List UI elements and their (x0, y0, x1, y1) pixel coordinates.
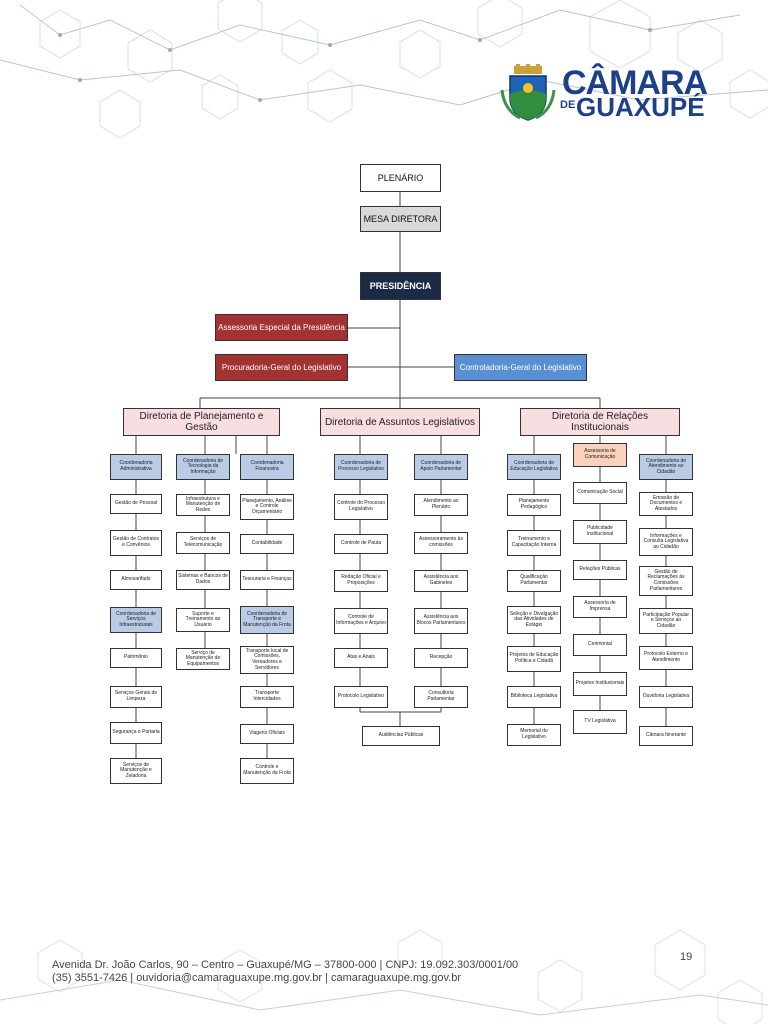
coord-fin-item: Tesouraria e Finanças (240, 570, 294, 590)
coord-administrativa-box: Coordenadoria Administrativa (110, 454, 162, 480)
diretoria-relacoes-box: Diretoria de Relações Institucionais (520, 408, 680, 436)
coord-admin-item: Almoxarifado (110, 570, 162, 590)
diretoria-planejamento-box: Diretoria de Planejamento e Gestão (123, 408, 280, 436)
diretoria-assuntos-box: Diretoria de Assuntos Legislativos (320, 408, 480, 436)
coord-apoio-box: Coordenadoria de Apoio Parlamentar (414, 454, 468, 480)
coord-proc-item: Atas e Anais (334, 648, 388, 668)
org-chart-connectors (135, 192, 667, 772)
coord-ti-item: Infraestrutura e Manutenção de Redes (176, 494, 230, 516)
coord-ti-item: Serviço de Manutenção de Equipamentos (176, 648, 230, 670)
org-chart: PLENÁRIO MESA DIRETORA PRESIDÊNCIA Asses… (110, 164, 693, 784)
coord-apoio-item: Atendimento ao Plenário (414, 494, 468, 516)
assess-com-item: Projetos Institucionais (573, 672, 627, 696)
coord-atend-item: Protocolo Externo e Atendimento (639, 646, 693, 670)
coord-processo-box: Coordenadoria de Processo Legislativo (334, 454, 388, 480)
mesa-diretora-box: MESA DIRETORA (360, 206, 441, 232)
coord-apoio-item: Assistência aos Gabinetes (414, 570, 468, 592)
coord-edu-item: Memorial do Legislativo (507, 724, 561, 746)
coord-servicos-item: Segurança e Portaria (110, 722, 162, 744)
coord-edu-item: Qualificação Parlamentar (507, 570, 561, 592)
coord-admin-item: Gestão de Contratos e Convênios (110, 530, 162, 556)
presidencia-box: PRESIDÊNCIA (360, 272, 441, 300)
coord-transp-item: Viagens Oficiais (240, 724, 294, 744)
coord-ti-item: Sistemas e Bancos de Dados (176, 570, 230, 590)
coord-fin-item: Planejamento, Análise e Controle Orçamen… (240, 494, 294, 520)
audiencias-publicas-box: Audiências Públicas (362, 726, 440, 746)
coord-apoio-item: Assessoramento às comissões (414, 532, 468, 554)
coord-apoio-item: Recepção (414, 648, 468, 668)
coord-atend-item: Ouvidoria Legislativa (639, 686, 693, 708)
assess-com-item: Comunicação Social (573, 482, 627, 504)
coord-edu-item: Treinamento e Capacitação Interna (507, 530, 561, 556)
coord-edu-item: Seleção e Divulgação das Atividades de E… (507, 606, 561, 634)
coord-proc-item: Controle do Processo Legislativo (334, 494, 388, 520)
footer-line-contact: (35) 3551-7426 | ouvidoria@camaraguaxupe… (52, 972, 462, 984)
coord-atend-item: Emissão de Documentos e Atestados (639, 492, 693, 516)
coord-edu-item: Projetos de Educação Política e Cidadã (507, 646, 561, 672)
coord-atend-item: Participação Popular e Serviços ao Cidad… (639, 608, 693, 634)
footer-address: Avenida Dr. João Carlos, 90 – Centro – G… (52, 959, 518, 985)
coat-of-arms-icon (500, 64, 556, 121)
coord-admin-item: Gestão de Pessoal (110, 494, 162, 514)
logo-text-de: DE (560, 99, 576, 111)
assess-com-item: TV Legislativa (573, 710, 627, 734)
coord-transporte-box: Coordenadoria de Transporte e Manutenção… (240, 606, 294, 634)
page-number: 19 (680, 951, 693, 963)
coord-atend-item: Gestão de Reclamações às Comissões Parla… (639, 566, 693, 596)
assessoria-especial-box: Assessoria Especial da Presidência (215, 314, 348, 341)
coord-servicos-item: Serviços Gerais de Limpeza (110, 686, 162, 708)
assess-com-item: Publicidade Institucional (573, 520, 627, 544)
logo-text-guaxupe: GUAXUPÉ (576, 92, 705, 122)
coord-transp-item: Transporte local de Comissões, Vereadore… (240, 646, 294, 674)
coord-fin-item: Contabilidade (240, 534, 294, 554)
coord-servicos-item: Patrimônio (110, 648, 162, 668)
coord-edu-item: Planejamento Pedagógico (507, 494, 561, 516)
assess-com-item: Cerimonial (573, 634, 627, 656)
assess-com-item: Assessoria de Imprensa (573, 596, 627, 618)
coord-proc-item: Controle de Informações e Arquivo (334, 608, 388, 634)
coord-ti-item: Serviços de Telecomunicação (176, 532, 230, 554)
coord-atend-item: Informações e Consulta Legislativa ao Ci… (639, 528, 693, 556)
coord-educacao-box: Coordenadoria de Educação Legislativa (507, 454, 561, 480)
plenario-box: PLENÁRIO (360, 164, 441, 192)
coord-atendimento-box: Coordenadoria de Atendimento ao Cidadão (639, 454, 693, 480)
coord-apoio-item: Consultoria Parlamentar (414, 686, 468, 708)
assessoria-comunicacao-box: Assessoria de Comunicação (573, 443, 627, 467)
footer-line-address: Avenida Dr. João Carlos, 90 – Centro – G… (52, 959, 519, 971)
coord-servicos-item: Serviços de Manutenção e Zeladoria (110, 758, 162, 784)
coord-apoio-item: Assistência aos Blocos Parlamentares (414, 608, 468, 634)
assess-com-item: Relações Públicas (573, 560, 627, 580)
camara-guaxupe-logo: CÂMARA DE GUAXUPÉ (500, 64, 708, 124)
coord-servicos-box: Coordenadoria de Serviços Infraestrutura… (110, 607, 162, 633)
coord-financeira-box: Coordenadoria Financeira (240, 454, 294, 480)
coord-transp-item: Controle e Manutenção da Frota (240, 758, 294, 784)
controladoria-box: Controladoria-Geral do Legislativo (454, 354, 587, 381)
coord-proc-item: Protocolo Legislativo (334, 686, 388, 708)
logo-text-camara: CÂMARA (562, 64, 708, 102)
hexagon-background-bottom (0, 929, 768, 1024)
coord-transp-item: Transporte Intercidades (240, 686, 294, 708)
coord-proc-item: Redação Oficial e Proposições (334, 570, 388, 592)
coord-proc-item: Controle de Pauta (334, 534, 388, 554)
coord-ti-item: Suporte e Treinamento ao Usuário (176, 608, 230, 632)
coord-atend-item: Câmara Itinerante (639, 726, 693, 746)
coord-ti-box: Coordenadoria de Tecnologia da Informaçã… (176, 454, 230, 480)
procuradoria-box: Procuradoria-Geral do Legislativo (215, 354, 348, 381)
coord-edu-item: Biblioteca Legislativa (507, 686, 561, 708)
hexagon-background-top (0, 0, 768, 139)
